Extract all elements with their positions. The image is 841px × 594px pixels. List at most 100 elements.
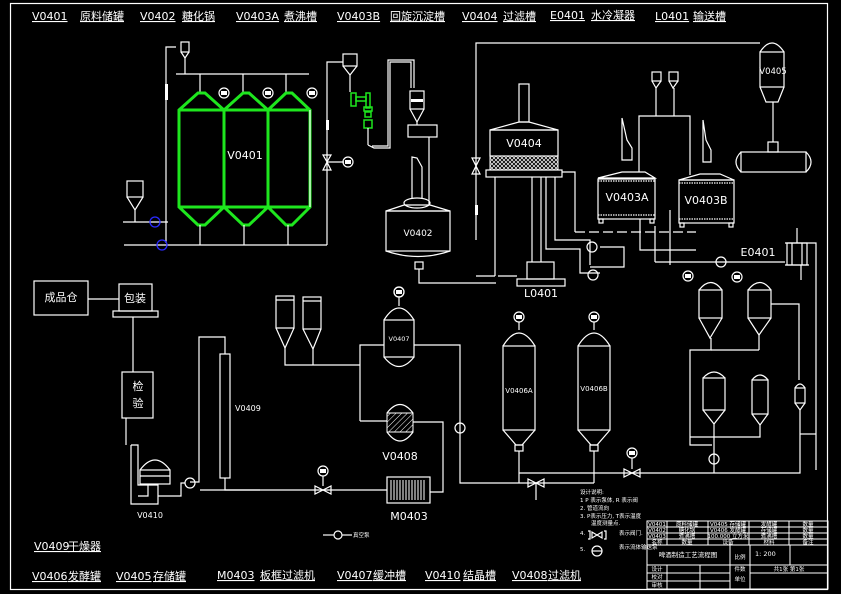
v0405-label: V0405 <box>759 67 786 77</box>
v0401-outlet-valve[interactable] <box>321 61 354 245</box>
e0401-condenser[interactable]: E0401 <box>741 228 817 470</box>
v0406a-fermenter[interactable]: V0406A <box>502 311 536 483</box>
legend-top-name: 过滤槽 <box>503 10 536 23</box>
kettle-piping <box>575 210 785 281</box>
scale-value: 1: 200 <box>755 550 776 558</box>
v0403a-boiling-kettle[interactable]: V0403A <box>597 117 658 224</box>
unit-label: 单位 <box>734 575 746 583</box>
fermenter-bottom-piping[interactable] <box>505 447 641 500</box>
v0402-label: V0402 <box>403 229 432 239</box>
v0408-label: V0408 <box>382 450 418 463</box>
legend-top-code: E0401 <box>550 9 585 22</box>
scale-label: 比例 <box>734 553 746 561</box>
inspect-label-2: 验 <box>133 396 144 410</box>
drawing-border <box>9 2 829 591</box>
l0401-label: L0401 <box>524 287 558 300</box>
v0410-crystallizer[interactable]: V0410 <box>130 444 185 520</box>
v0407-buffer-tank[interactable]: V0407 <box>359 286 505 484</box>
legend-top-name: 糖化锅 <box>182 9 215 23</box>
warehouse-label: 成品仓 <box>45 290 78 304</box>
legend-top-name: 水冷凝器 <box>591 8 635 22</box>
v0406b-fermenter[interactable]: V0406B <box>577 311 611 483</box>
m0403-label: M0403 <box>390 510 428 523</box>
tb-cell: 糖化锅 <box>679 526 696 534</box>
drawing-title: 啤酒制造工艺流程图 <box>659 550 718 559</box>
v0407-label: V0407 <box>389 335 410 343</box>
yeast-hoppers[interactable] <box>275 295 360 366</box>
v0410-label: V0410 <box>137 511 163 520</box>
tb-cell: V0402 <box>648 528 666 534</box>
tb-cell: V0406 发酵罐 <box>710 526 747 534</box>
legend-top-name: 输送槽 <box>693 9 726 23</box>
tb-cell: 数量 <box>802 532 814 540</box>
legend-top-code: V0401 <box>32 10 68 23</box>
v0406b-label: V0406B <box>580 385 608 393</box>
legend-top-code: V0404 <box>462 10 498 23</box>
legend-bottom-code: V0409 <box>34 540 70 553</box>
v0401-label: V0401 <box>227 149 263 162</box>
tb-cell: 存储罐 <box>761 526 778 534</box>
approve-label: 审核 <box>651 581 663 589</box>
v0403b-label: V0403B <box>684 194 727 207</box>
v0403b-whirlpool[interactable]: V0403B <box>638 71 735 228</box>
v0404-lauter-tun[interactable]: V0404 L0401 <box>471 42 760 300</box>
svg-text:5.: 5. <box>580 547 585 553</box>
v0409-label: V0409 <box>235 404 261 413</box>
legend-bottom-name: 结晶槽 <box>463 569 496 582</box>
tb-cell: 煮沸槽 <box>761 532 778 540</box>
tb-cell: 数量 <box>802 526 814 534</box>
v0401-raw-storage-tanks[interactable]: V0401 <box>123 41 327 251</box>
tb-cell: 煮沸槽 <box>679 532 696 540</box>
tb-cell: 发酵罐 <box>761 520 778 528</box>
tb-cell: V0401 <box>648 522 666 528</box>
pipe-note-text: 真空泵 <box>353 531 370 539</box>
tb-cell: 数量 <box>681 538 693 546</box>
notes-title: 设计说明: <box>580 488 604 496</box>
tb-cell: 材料 <box>763 538 775 546</box>
tb-cell: 数量 <box>802 520 814 528</box>
legend-top-name: 原料储罐 <box>80 9 124 23</box>
v0404-label: V0404 <box>506 137 542 150</box>
legend-top-code: L0401 <box>655 10 689 23</box>
v0406a-label: V0406A <box>505 387 533 395</box>
v0402-mash-tun[interactable]: V0402 <box>385 90 496 298</box>
designer-label: 设计 <box>651 565 663 573</box>
notes-line: 1 P 表示泵体, R 表示阀 <box>580 496 638 504</box>
legend-bottom-code: V0407 <box>337 569 373 582</box>
svg-text:4.: 4. <box>580 531 585 537</box>
tb-cell: 备注 <box>802 538 814 546</box>
notes-line: 2. 管道流向 <box>580 504 609 512</box>
finished-goods-chain[interactable]: 成品仓 包装 检 验 <box>33 280 159 445</box>
legend-bottom-code: V0410 <box>425 569 461 582</box>
sheet-value: 共1张 第1张 <box>774 565 805 573</box>
tb-cell: 100.000 立方米 <box>708 532 749 540</box>
m0403-plate-filter-press[interactable]: M0403 <box>200 465 431 523</box>
tb-cell: 原料储罐 <box>676 520 699 528</box>
legend-top: V0401 原料储罐 V0402 糖化锅 V0403A 煮沸槽 V0403B 回… <box>32 8 726 23</box>
v0403a-label: V0403A <box>605 191 649 204</box>
notes-line: 3. P表示压力, T表示温度 <box>580 512 642 520</box>
v0409-dryer[interactable]: V0409 <box>184 336 261 491</box>
check-label: 校对 <box>651 573 663 581</box>
legend-top-name: 煮沸槽 <box>284 10 317 23</box>
legend-bottom-code: V0405 <box>116 570 152 583</box>
legend-bottom-name: 过滤机 <box>548 568 581 582</box>
legend-bottom-name: 板框过滤机 <box>260 568 315 582</box>
notes-line: 温度测量点. <box>591 519 621 527</box>
design-notes: 设计说明: 1 P 表示泵体, R 表示阀 2. 管道流向 3. P表示压力, … <box>580 488 658 557</box>
inspect-label-1: 检 <box>133 379 144 393</box>
legend-bottom-code: V0408 <box>512 569 548 582</box>
valve-symbol-icon <box>591 530 603 540</box>
malt-mill[interactable] <box>342 53 415 149</box>
legend-bottom-code: V0406 <box>32 570 68 583</box>
legend-bottom-name: 存储罐 <box>153 569 186 583</box>
tb-cell: V0405 存储罐 <box>710 520 747 528</box>
legend-top-code: V0403A <box>236 10 280 23</box>
v0405-storage-tank[interactable]: V0405 <box>735 42 812 173</box>
legend-bottom-name: 干燥器 <box>68 540 101 553</box>
v0408-filter[interactable]: V0408 <box>360 403 444 493</box>
legend-bottom: V0409 干燥器 V0406 发酵罐 V0405 存储罐 M0403 板框过滤… <box>32 540 581 583</box>
legend-top-code: V0403B <box>337 10 380 23</box>
yeast-separators[interactable] <box>640 270 816 474</box>
